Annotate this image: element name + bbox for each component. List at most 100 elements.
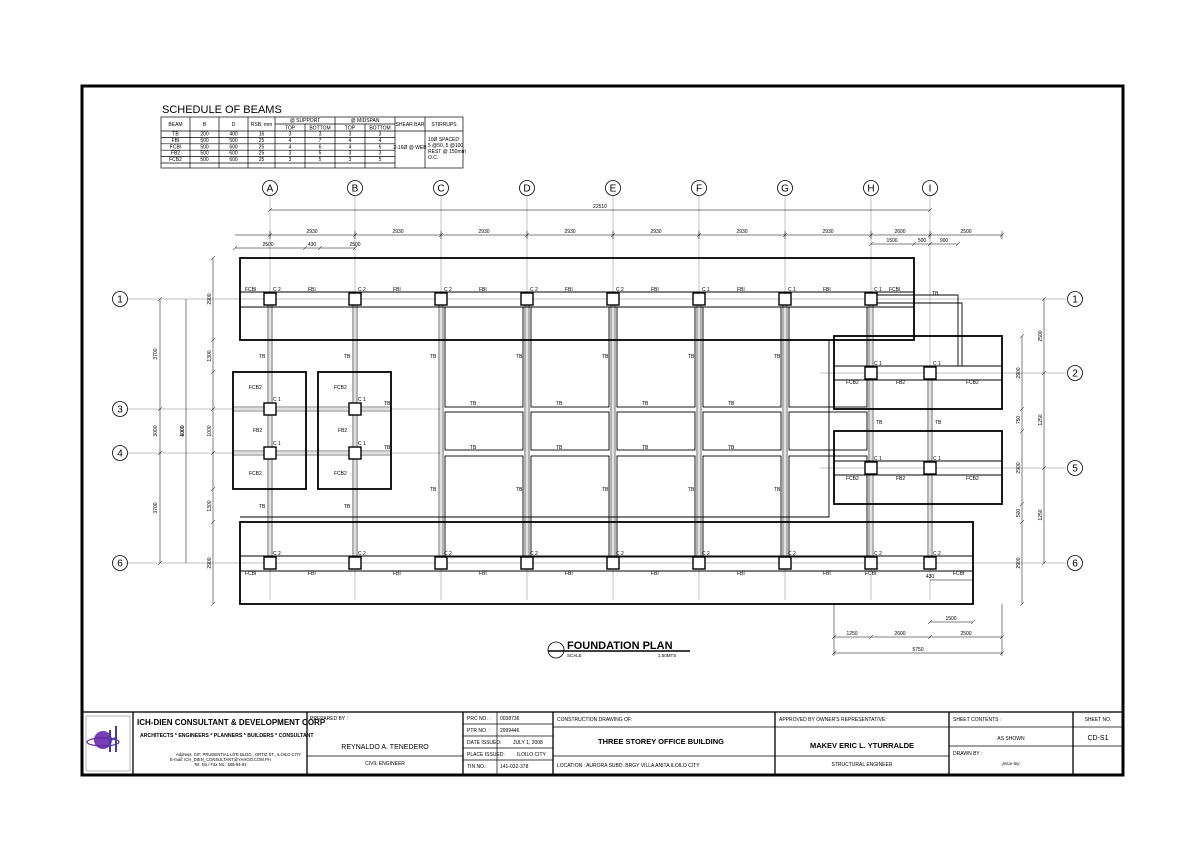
dimension-tick: [911, 241, 917, 247]
schedule-cell: 3: [349, 151, 352, 157]
beam-label: TB: [602, 487, 609, 493]
title-block: ICH-DIEN CONSULTANT & DEVELOPMENT CORP A…: [81, 711, 1124, 776]
footing-column: [348, 292, 362, 306]
beam-label: FBI: [479, 571, 487, 577]
beam-label: TB: [344, 504, 351, 510]
dimension-tick: [317, 245, 323, 251]
beam-label: FCBI: [889, 287, 900, 293]
schedule-header-top-2: TOP: [345, 126, 356, 132]
footing-column: [864, 366, 878, 380]
dimension-tick: [1041, 296, 1047, 302]
grid-bubble-col: [922, 180, 938, 196]
beam-label: FBI: [565, 571, 573, 577]
grid-bubble-row: [1067, 291, 1083, 307]
beam-label: FBI: [651, 571, 659, 577]
beam-label: FCBI: [865, 571, 876, 577]
dimension-text: 900: [940, 238, 949, 244]
grid-label: 3: [117, 405, 123, 416]
footing-pad-left-b: [317, 371, 392, 490]
dimension-text: 1250: [846, 631, 857, 637]
footing-strip-row-2: [833, 335, 1003, 410]
company-tel: Tel. No./ Fax No.: 509-94-91: [194, 762, 247, 767]
schedule-cell: 4: [349, 144, 352, 150]
column-label: C 1: [933, 456, 941, 462]
beam-label: FBI: [479, 287, 487, 293]
footing-strip-row-6: [239, 521, 974, 605]
company-services: ARCHITECTS * ENGINEERS * PLANNERS * BUIL…: [140, 733, 314, 739]
project-name: THREE STOREY OFFICE BUILDING: [598, 737, 724, 746]
beam-label: FBI: [308, 287, 316, 293]
schedule-stirrups-line: 10Ø SPACED: [428, 137, 459, 143]
column-label: C 2: [444, 551, 452, 557]
grid-label: 6: [117, 559, 123, 570]
beam-label: TB: [259, 354, 266, 360]
dimension-text: 2500: [960, 631, 971, 637]
footing-column: [923, 461, 937, 475]
grid-label: C: [437, 184, 444, 195]
grid-label: 6: [1072, 559, 1078, 570]
slab-bay: [530, 306, 610, 408]
beam-label: TB: [728, 445, 735, 451]
slab-bay: [788, 306, 868, 408]
schedule-header-bottom-1: BOTTOM: [309, 126, 330, 132]
footing-column: [348, 446, 362, 460]
schedule-cell: 4: [289, 144, 292, 150]
grid-label: A: [267, 184, 274, 195]
grid-bubble-col: [433, 180, 449, 196]
column-label: C 1: [358, 397, 366, 403]
schedule-cell: 500: [200, 151, 209, 157]
schedule-shear-bar: 2-16Ø @ WEB: [393, 145, 427, 151]
schedule-cell: TB: [172, 132, 179, 138]
beam-label: TB: [259, 504, 266, 510]
dimension-text: 2500: [262, 242, 273, 248]
column-label: C 1: [933, 361, 941, 367]
dimension-tick: [210, 255, 216, 261]
beam-label: FBI: [308, 571, 316, 577]
schedule-cell: 3: [289, 157, 292, 163]
dimension-text: 3000: [153, 425, 159, 436]
column-label: C 1: [273, 397, 281, 403]
beam-label: FBI: [393, 571, 401, 577]
grid-label: 1: [1072, 295, 1078, 306]
schedule-cell: 500: [200, 157, 209, 163]
beam-label: TB: [470, 401, 477, 407]
schedule-header-beam: BEAM: [168, 122, 182, 128]
beam-label: FCB2: [334, 385, 347, 391]
footing-column: [692, 556, 706, 570]
beam-label: TB: [774, 487, 781, 493]
schedule-header-stirrups: STIRRUPS: [431, 122, 457, 128]
footing-column: [263, 402, 277, 416]
column-label: C 2: [444, 287, 452, 293]
dimension-text: 1000: [180, 425, 186, 436]
schedule-cell: 3: [289, 132, 292, 138]
dimension-tick: [927, 634, 933, 640]
dimension-text: 5750: [912, 647, 923, 653]
dimension-tick: [1041, 465, 1047, 471]
schedule-cell: 400: [229, 132, 238, 138]
schedule-cell: 3: [379, 132, 382, 138]
sheet-no-value: CD-S1: [1087, 735, 1108, 742]
dimension-text: 2900: [207, 557, 213, 568]
schedule-header-support: @ SUPPORT: [290, 118, 321, 124]
beam-label: TB: [602, 354, 609, 360]
beam-label: TB: [384, 401, 391, 407]
dimension-text: 1250: [1038, 414, 1044, 425]
dimension-text: 2930: [478, 229, 489, 235]
dimension-tick: [157, 406, 163, 412]
dimension-text: 2500: [1038, 330, 1044, 341]
prepared-by-label: PREPARED BY :: [310, 716, 348, 722]
company-name: ICH-DIEN CONSULTANT & DEVELOPMENT CORP: [137, 718, 326, 727]
beam-label: FB2: [253, 428, 262, 434]
dimension-text: 3700: [153, 502, 159, 513]
dimension-tick: [868, 241, 874, 247]
dimension-text: 500: [1016, 509, 1022, 518]
dimension-tick: [232, 245, 238, 251]
column-label: C 2: [616, 287, 624, 293]
slab-bay: [444, 455, 524, 558]
beam-label: FCB2: [846, 380, 859, 386]
dimension-text: 2930: [736, 229, 747, 235]
grid-label: 5: [1072, 464, 1078, 475]
beam-label: TB: [430, 354, 437, 360]
grid-bubble-col: [691, 180, 707, 196]
